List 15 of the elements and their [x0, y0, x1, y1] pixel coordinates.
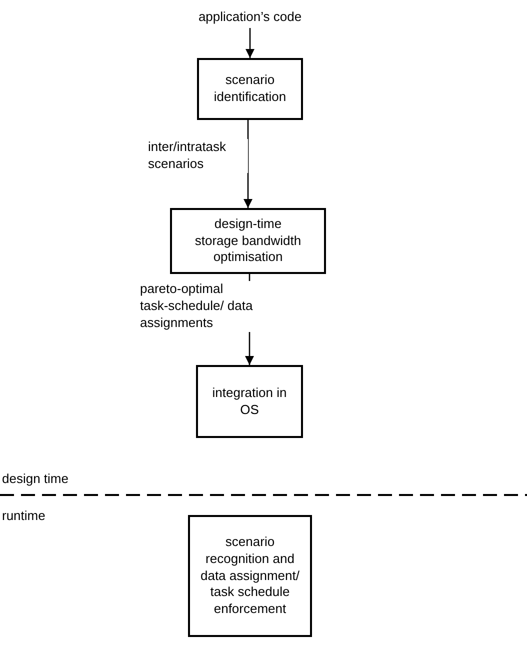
- process-box: [170, 208, 326, 274]
- process-box: [197, 58, 303, 120]
- process-box: [196, 365, 303, 438]
- box-text: integration in OS: [211, 384, 288, 418]
- edge-label: pareto-optimal task-schedule/ data assignments: [140, 281, 254, 332]
- box-text: scenario identification: [212, 72, 288, 106]
- box-text: scenario recognition and data assignment/ task schedule enforcement: [200, 534, 300, 618]
- phase-label: runtime: [2, 508, 46, 523]
- box-text: design-time storage bandwidth optimisation: [194, 216, 302, 266]
- process-box: [188, 515, 312, 637]
- arrow: [246, 28, 254, 58]
- input-label: application’s code: [175, 6, 325, 28]
- edge-label: inter/intratask scenarios: [148, 139, 248, 173]
- arrow: [244, 120, 252, 208]
- phase-label: design time: [2, 471, 68, 486]
